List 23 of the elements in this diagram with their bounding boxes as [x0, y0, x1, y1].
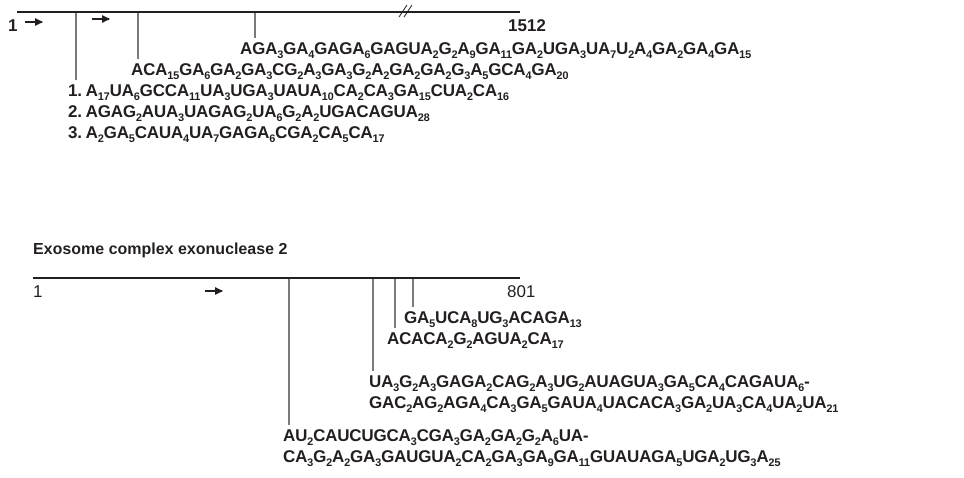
gene-title: Exosome complex exonuclease 2 — [33, 240, 288, 260]
sequence-text: 2. AGAG$_{2}$AUA$_{3}$UAGAG$_{2}$UA$_{6}$G$_{2}$A$_{2}$UGACAGUA$_{28}$ — [68, 101, 431, 122]
position-number: 1512 — [508, 16, 546, 36]
sequence-text: UA$_{3}$G$_{2}$A$_{3}$GAGA$_{2}$CAG$_{2}$A$_{3}$UG$_{2}$AUAGUA$_{3}$GA$_{5}$CA$_{4}$CAGAUA$_{6}$- GAC$_{2}$AG$_{2}$AGA$_{4}$CA$_{3}$GA$_{5}$GAUA$_{4}$UACACA$_{3}$GA$_{2}$UA$_{3}$CA$_{4}$UA$_{2}$UA$_{21}$ — [369, 371, 838, 413]
sequence-text: AU$_{2}$CAUCUGCA$_{3}$CGA$_{3}$GA$_{2}$GA$_{2}$G$_{2}$A$_{6}$UA- CA$_{3}$G$_{2}$A$_{2}$GA$_{3}$GAUGUA$_{2}$CA$_{2}$GA$_{3}$GA$_{9}$GA$_{11}$GUAUAGA$_{5}$UGA$_{2}$UG$_{3}$A$_{25}$ — [283, 425, 780, 467]
sequence-text: 1. A$_{17}$UA$_{6}$GCCA$_{11}$UA$_{3}$UGA$_{3}$UAUA$_{10}$CA$_{2}$CA$_{3}$GA$_{15}$CUA$_{2}$CA$_{16}$ — [68, 80, 509, 101]
leader-line — [254, 13, 256, 38]
leader-line — [412, 279, 414, 307]
sequence-text: 3. A$_{2}$GA$_{5}$CAUA$_{4}$UA$_{7}$GAGA$_{6}$CGA$_{2}$CA$_{5}$CA$_{17}$ — [68, 122, 386, 143]
position-number: 1 — [33, 282, 42, 302]
position-number: 801 — [507, 282, 536, 302]
sequence-text: ACACA$_{2}$G$_{2}$AGUA$_{2}$CA$_{17}$ — [387, 328, 564, 349]
position-number: 1 — [8, 16, 18, 36]
leader-line — [394, 279, 396, 328]
leader-line — [75, 13, 77, 80]
sequence-text: ACA$_{15}$GA$_{6}$GA$_{2}$GA$_{3}$CG$_{2}$A$_{3}$GA$_{3}$G$_{2}$A$_{2}$GA$_{2}$GA$_{2}$G$_{3}$A$_{5}$GCA$_{4}$GA$_{20}$ — [131, 59, 568, 80]
gene-line — [17, 11, 520, 13]
sequence-text: AGA$_{3}$GA$_{4}$GAGA$_{6}$GAGUA$_{2}$G$_{2}$A$_{9}$GA$_{11}$GA$_{2}$UGA$_{3}$UA$_{7}$U$_{2}$A$_{4}$GA$_{2}$GA$_{4}$GA$_{15}$ — [240, 38, 751, 59]
leader-line — [372, 279, 374, 371]
leader-line — [137, 13, 139, 59]
sequence-text: GA$_{5}$UCA$_{8}$UG$_{3}$ACAGA$_{13}$ — [404, 307, 582, 328]
leader-line — [288, 279, 290, 425]
gene-line — [33, 277, 520, 279]
